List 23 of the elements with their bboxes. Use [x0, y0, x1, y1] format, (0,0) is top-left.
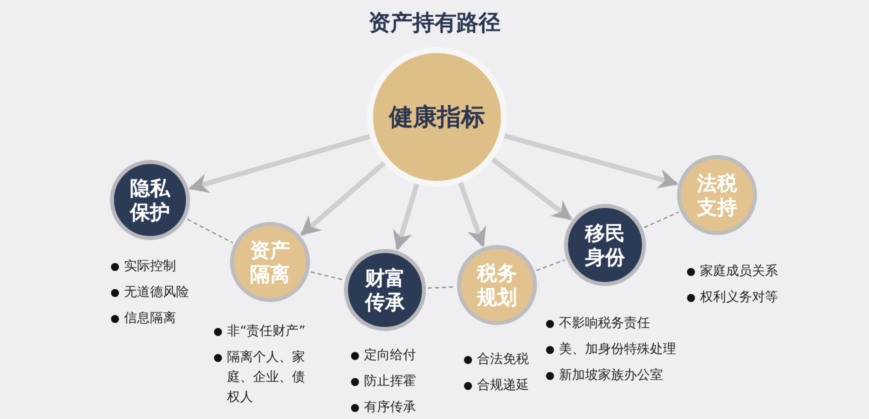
- bullet-text: 防止挥霍: [350, 372, 440, 392]
- dashed-connector: [536, 259, 565, 271]
- bullet-text: 家庭成员关系: [686, 262, 796, 282]
- node-label: 移民身份: [584, 221, 626, 269]
- dashed-connector: [187, 218, 233, 244]
- dashed-connector: [428, 286, 456, 289]
- center-circle: [373, 53, 501, 181]
- title: 资产持有路径: [368, 10, 502, 38]
- bullet-text: 实际控制: [110, 257, 220, 278]
- bullet-text: 定向给付: [350, 346, 440, 366]
- bullet-text: 无道德风险: [110, 283, 220, 304]
- node-label: 隐私保护: [128, 176, 172, 224]
- node-label: 财富传承: [364, 266, 406, 314]
- bullet-text: 有序传承: [350, 398, 440, 418]
- node-label: 资产隔离: [249, 238, 291, 286]
- dashed-connector: [310, 271, 344, 280]
- bullet-text: 不影响税务责任: [545, 314, 705, 334]
- node-label: 税务规划: [476, 261, 518, 309]
- node-label: 法税支持: [696, 171, 738, 219]
- bullet-text: 权利义务对等: [686, 288, 796, 308]
- dashed-connector: [644, 212, 679, 228]
- node-label: 健康指标: [388, 102, 486, 132]
- bullet-text: 隔离个人、家庭、企业、债权人: [213, 348, 313, 409]
